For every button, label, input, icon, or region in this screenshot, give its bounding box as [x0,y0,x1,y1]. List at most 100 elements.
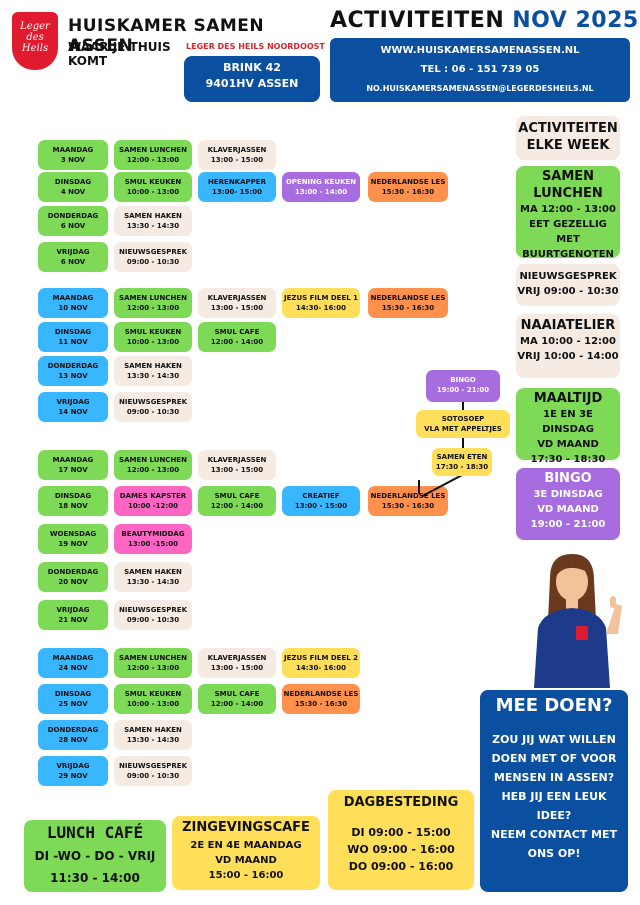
activity-time: 10:00 - 13:00 [126,338,180,346]
weekly-lunch-title-1: SAMEN [541,169,595,184]
logo-line-2: des [26,32,44,43]
contact-box: WWW.HUISKAMERSAMENASSEN.NL TEL : 06 - 15… [330,38,630,102]
weekly-meal-title: MAALTIJD [533,391,603,406]
chain-bingo-time: 19:00 - 21:00 [436,386,490,394]
weekly-meal-line-2: VD MAAND [537,439,599,450]
activity-time: 12:00 - 14:00 [210,502,264,510]
activity-time: 15:30 - 16:30 [381,502,435,510]
weekly-lunch-title-2: LUNCHEN [533,186,603,201]
activity-name: SMUL KEUKEN [124,328,182,336]
day-date: 17 NOV [58,466,88,474]
day-name: DONDERDAG [47,362,99,370]
join-line-4: HEB JIJ EEN LEUK [501,790,607,803]
day-date: 24 NOV [58,664,88,672]
activity-time: 09:00 - 10:30 [126,258,180,266]
weekly-heading-line-1: ACTIVITEITEN [518,121,618,136]
weekly-lunch-line-2: EET GEZELLIG MET [529,219,607,245]
weekly-bingo-line-2: VD MAAND [537,504,599,515]
day-name: VRIJDAG [56,762,90,770]
activity-time: 13:30 - 14:30 [126,222,180,230]
activity-name: SAMEN LUNCHEN [119,456,187,464]
logo-line-1: Leger [20,21,50,32]
weekly-sewing-line-1: MA 10:00 - 12:00 [520,336,616,347]
day-date: 14 NOV [58,408,88,416]
lunch-cafe-title: LUNCH CAFÉ [46,823,144,842]
weekly-news-time: VRIJ 09:00 - 10:30 [517,286,619,297]
activity-name: SMUL CAFE [214,328,260,336]
activity-name: KLAVERJASSEN [207,146,267,154]
activity-time: 12:00 - 13:00 [126,466,180,474]
chain-sotosoep-line-2: VLA MET APPELTJES [424,425,502,433]
zingeving-line-3: 15:00 - 16:00 [208,870,284,881]
title-month: NOV 2025 [512,8,639,33]
contact-phone[interactable]: TEL : 06 - 151 739 05 [420,64,540,75]
dagbesteding-line-3: DO 09:00 - 16:00 [348,860,454,873]
day-name: MAANDAG [52,146,94,154]
lunch-cafe-time: 11:30 - 14:00 [50,871,140,885]
day-name: MAANDAG [52,294,94,302]
activity-time: 09:00 - 10:30 [126,772,180,780]
chain-bingo: BINGO 19:00 - 21:00 [426,370,500,402]
activity-name: SAMEN HAKEN [124,568,182,576]
day-date: 6 NOV [60,258,86,266]
weekly-meal: MAALTIJD 1E EN 3E DINSDAG VD MAAND 17:30… [516,388,620,465]
activity-name: NIEUWSGESPREK [119,762,187,770]
activity-time: 15:30 - 16:30 [381,304,435,312]
contact-email[interactable]: NO.HUISKAMERSAMENASSEN@LEGERDESHEILS.NL [366,84,594,93]
day-name: DINSDAG [54,690,92,698]
chain-sotosoep-line-1: SOTOSOEP [441,415,485,423]
day-name: DINSDAG [54,178,92,186]
activity-name: JEZUS FILM DEEL 1 [283,294,359,302]
day-label: DONDERDAG 13 NOV [38,356,108,386]
title-text: ACTIVITEITEN [330,8,505,33]
day-name: MAANDAG [52,456,94,464]
activity-time: 12:00 - 14:00 [210,700,264,708]
dagbesteding-line-1: DI 09:00 - 15:00 [351,826,451,839]
woman-thumbs-up-illustration [534,554,622,688]
weekly-bingo-line-1: 3E DINSDAG [533,489,603,500]
day-date: 13 NOV [58,372,88,380]
day-date: 25 NOV [58,700,88,708]
activity-name: SAMEN HAKEN [124,726,182,734]
weekly-bingo: BINGO 3E DINSDAG VD MAAND 19:00 - 21:00 [516,468,620,540]
activity-time: 09:00 - 10:30 [126,616,180,624]
activity-cell: SMUL CAFE 12:00 - 14:00 [198,486,276,516]
activity-time: 15:30 - 16:30 [381,188,435,196]
weekly-sewing-title: NAAIATELIER [520,318,616,333]
activity-time: 13:00 - 14:00 [294,188,348,196]
activity-name: SMUL CAFE [214,492,260,500]
activity-name: CREATIEF [302,492,340,500]
weekly-news: NIEUWSGESPREK VRIJ 09:00 - 10:30 [516,264,620,306]
activity-name: NEDERLANDSE LES [370,294,446,302]
day-date: 19 NOV [58,540,88,548]
chain-samen-eten-time: 17:30 - 18:30 [435,463,489,471]
zingeving-line-1: 2E EN 4E MAANDAG [190,840,302,851]
join-line-5: IDEE? [536,809,572,822]
activity-time: 14:30- 16:00 [296,304,346,312]
activity-name: NEDERLANDSE LES [370,178,446,186]
activity-time: 13:00 - 15:00 [210,664,264,672]
day-date: 20 NOV [58,578,88,586]
weekly-lunch: SAMEN LUNCHEN MA 12:00 - 13:00 EET GEZEL… [516,166,620,260]
activity-name: SAMEN LUNCHEN [119,146,187,154]
day-name: VRIJDAG [56,398,90,406]
contact-website[interactable]: WWW.HUISKAMERSAMENASSEN.NL [380,45,580,56]
weekly-lunch-line-1: MA 12:00 - 13:00 [520,204,616,215]
